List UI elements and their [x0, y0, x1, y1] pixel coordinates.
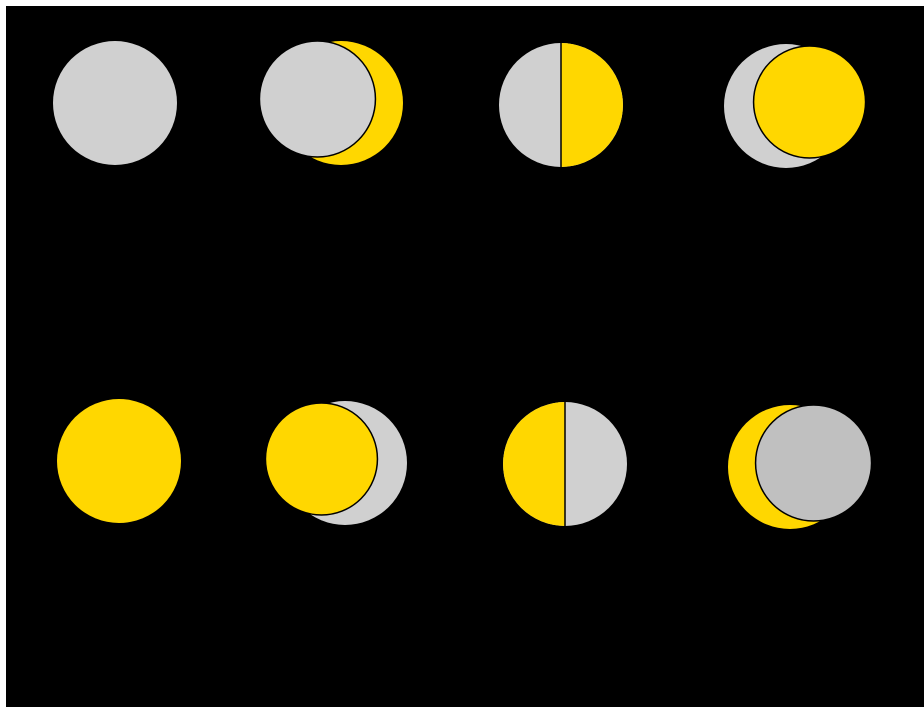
lit-disk [265, 403, 377, 515]
full-moon-phase [57, 399, 181, 523]
lit-disk [754, 46, 866, 158]
shadow-disk [259, 41, 375, 157]
new-moon-phase [53, 41, 177, 165]
moon-disk [57, 399, 181, 523]
moon-disk [53, 41, 177, 165]
shadow-disk [756, 405, 872, 521]
last-quarter-phase [503, 402, 627, 526]
first-quarter-phase [499, 43, 623, 167]
